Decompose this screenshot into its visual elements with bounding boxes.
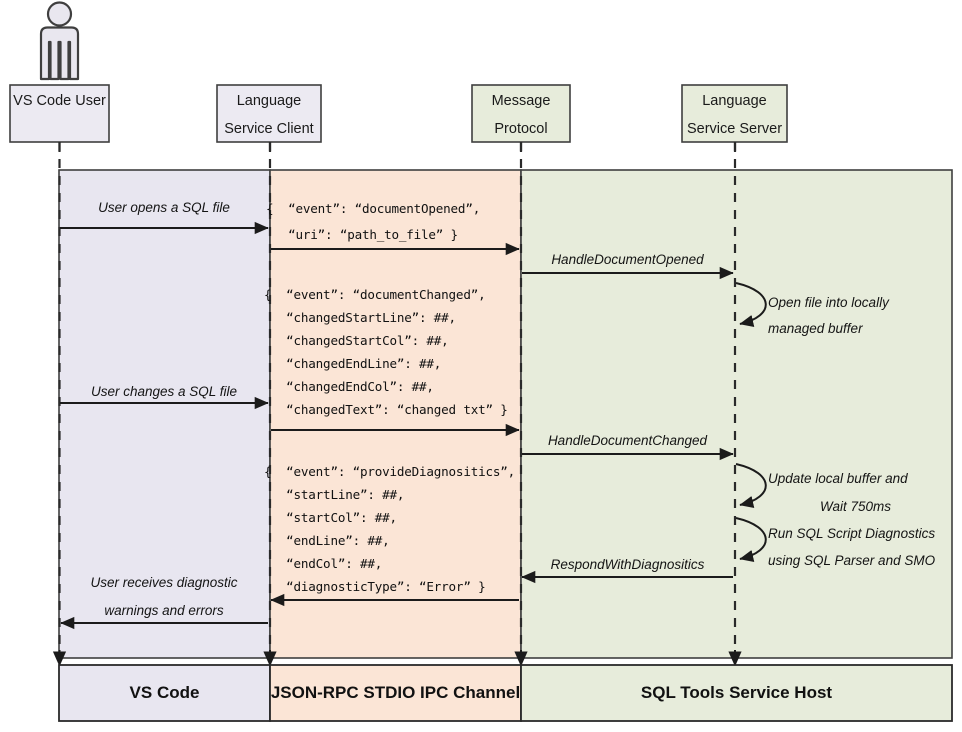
json-line: { “event”: “documentChanged”, [264, 287, 486, 302]
json-line: “startCol”: ##, [264, 510, 397, 525]
header-label-language-service-server-line2: Service Server [686, 121, 783, 137]
lifeline-stubs [58, 142, 737, 152]
json-line: “endCol”: ##, [264, 556, 383, 571]
message-label-handle-document-opened: HandleDocumentOpened [551, 252, 704, 267]
footer-label-sql-tools-service-host: SQL Tools Service Host [640, 683, 833, 702]
header-label-language-service-server-line1: Language [702, 93, 767, 109]
self-call-label-open-file-buffer-line1: Open file into locally [768, 295, 889, 310]
header-label-language-service-client-line2: Service Client [224, 121, 314, 137]
self-loop-run-diagnostics [735, 517, 767, 563]
header-label-vs-code-user: VS Code User [13, 93, 106, 109]
lifelines [58, 142, 737, 668]
footer-cell-vs-code[interactable] [58, 664, 271, 722]
message-label-user-opens-file: User opens a SQL file [98, 200, 230, 215]
footer-lane-bar [58, 664, 953, 722]
self-call-label-run-diagnostics-line1: Run SQL Script Diagnostics [768, 526, 936, 541]
header-label-message-protocol-line1: Message [491, 93, 551, 109]
json-line: “endLine”: ##, [264, 533, 390, 548]
band-vscode [58, 169, 271, 659]
footer-label-json-rpc: JSON-RPC STDIO IPC Channel [270, 683, 521, 702]
lifeline-terminators [52, 650, 742, 667]
header-label-language-service-client-line1: Language [236, 93, 302, 109]
header-label-message-protocol-line2: Protocol [494, 121, 548, 137]
json-line: “changedEndCol”: ##, [264, 379, 434, 394]
json-line: “uri”: “path_to_file” } [266, 227, 458, 242]
json-line: “changedEndLine”: ##, [264, 356, 442, 371]
self-loop-update-buffer-wait [735, 463, 767, 509]
message-label-user-changes-file: User changes a SQL file [90, 384, 238, 399]
band-ipc [269, 169, 522, 659]
header-box-message-protocol[interactable] [471, 84, 571, 143]
footer-label-vs-code: VS Code [129, 683, 200, 702]
footer-cell-json-rpc[interactable] [269, 664, 522, 722]
json-line: { “event”: “provideDiagnositics”, [264, 464, 515, 479]
json-line: “changedStartLine”: ##, [264, 310, 456, 325]
footer-cell-sql-tools-service-host[interactable] [520, 664, 953, 722]
message-label-user-receives-diagnostics-line2: warnings and errors [104, 603, 224, 618]
message-arrows [60, 221, 734, 630]
json-line: “changedStartCol”: ##, [264, 333, 449, 348]
message-label-user-receives-diagnostics-line1: User receives diagnostic [90, 575, 238, 590]
message-label-respond-with-diagnositics: RespondWithDiagnositics [550, 557, 705, 572]
header-box-vs-code-user[interactable] [9, 84, 110, 143]
json-line: “changedText”: “changed txt” } [264, 402, 508, 417]
json-line: { “event”: “documentOpened”, [266, 201, 481, 216]
self-loop-open-file-buffer [735, 282, 767, 328]
lane-bands [58, 169, 953, 659]
stick-figure-actor [39, 1, 80, 81]
lifeline-header-boxes [9, 84, 788, 143]
band-service [520, 169, 953, 659]
message-label-handle-document-changed: HandleDocumentChanged [547, 433, 708, 448]
self-call-label-update-buffer-wait-line1: Update local buffer and [768, 471, 908, 486]
self-call-label-update-buffer-wait-line2: Wait 750ms [819, 499, 892, 514]
self-call-loops [735, 282, 767, 563]
json-line: “diagnosticType”: “Error” } [264, 579, 486, 594]
self-call-label-open-file-buffer-line2: managed buffer [768, 321, 863, 336]
json-line: “startLine”: ##, [264, 487, 405, 502]
self-call-label-run-diagnostics-line2: using SQL Parser and SMO [768, 553, 936, 568]
